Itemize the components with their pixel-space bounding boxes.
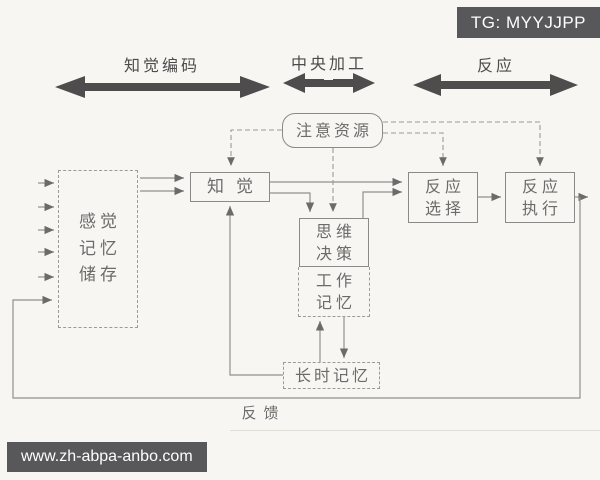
separator-line: [230, 430, 600, 431]
node-label-line: 选择: [424, 198, 465, 218]
stage-label-perceptual-encoding: 知觉编码: [123, 56, 201, 75]
node-working-memory: 工作 记忆: [298, 267, 370, 317]
ltm-to-perception: [225, 206, 283, 376]
thinking-to-selection: [362, 187, 402, 218]
node-label-line: 长时记忆: [294, 365, 371, 385]
feedback-loop: [12, 197, 581, 399]
node-sensory-memory-store: 感觉 记忆 储存: [58, 170, 138, 328]
node-perception: 知觉: [190, 172, 270, 202]
node-response-execution: 反应 执行: [505, 172, 575, 223]
attention-to-perception: [227, 129, 282, 166]
stage-label-response: 反应: [476, 56, 516, 75]
node-label-line: 反应: [424, 176, 465, 196]
big-arrow-perceptual-encoding: [55, 76, 270, 98]
tg-watermark-badge: TG: MYYJJPP: [456, 7, 600, 38]
big-arrow-central-processing: [283, 73, 375, 93]
attention-to-execution: [383, 121, 544, 166]
node-label-line: 思维: [315, 221, 356, 241]
node-long-term-memory: 长时记忆: [283, 362, 380, 389]
node-thinking-decision: 思维 决策: [299, 218, 369, 267]
node-label-line: 感觉: [79, 212, 121, 233]
node-label-line: 决策: [315, 243, 356, 263]
node-label-line: 知觉: [207, 176, 265, 197]
node-label-line: 记忆: [79, 238, 121, 259]
node-label-line: 执行: [521, 198, 562, 218]
big-arrow-response: [413, 74, 578, 96]
node-attention-resources: 注意资源: [282, 113, 383, 148]
stage-label-central-processing: 中央加工: [290, 54, 368, 73]
node-label-line: 储存: [79, 265, 121, 286]
perception-to-thinking: [270, 192, 315, 212]
central-arrow-notch: [324, 73, 333, 80]
site-watermark-badge: www.zh-abpa-anbo.com: [7, 442, 207, 472]
attention-to-selection: [383, 132, 447, 166]
node-label-line: 反应: [521, 176, 562, 196]
node-label-line: 注意资源: [295, 120, 372, 140]
node-label-line: 记忆: [315, 292, 356, 312]
feedback-label: 反馈: [241, 404, 286, 422]
node-response-selection: 反应 选择: [408, 172, 478, 223]
node-label-line: 工作: [315, 270, 356, 290]
